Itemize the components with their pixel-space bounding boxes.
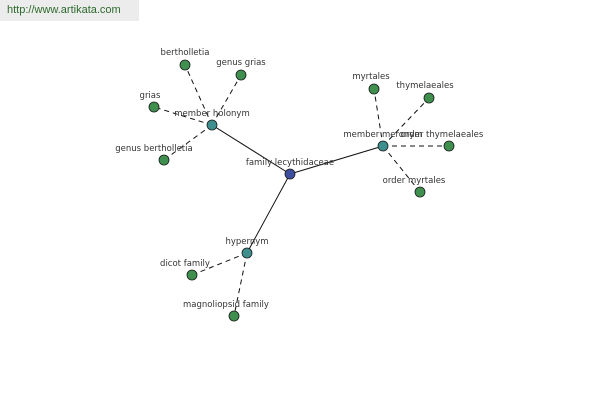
nodes-layer — [148, 59, 455, 322]
edge-myrtales — [373, 88, 384, 147]
node-member-holonym[interactable] — [206, 119, 218, 131]
label-order-thymelaeales: order thymelaeales — [401, 130, 484, 140]
edges-layer — [153, 64, 449, 317]
node-myrtales[interactable] — [368, 83, 380, 95]
label-myrtales: myrtales — [352, 72, 390, 82]
label-genus-grias: genus grias — [216, 58, 266, 68]
label-order-myrtales: order myrtales — [383, 176, 446, 186]
node-genus-grias[interactable] — [235, 69, 247, 81]
edge-member-holonym — [211, 124, 291, 175]
label-member-meronym: member meronym — [343, 130, 422, 140]
node-member-meronym[interactable] — [377, 140, 389, 152]
edge-genus-bertholletia — [163, 124, 213, 161]
edge-hypernym — [246, 173, 291, 254]
edge-thymelaeales — [382, 97, 430, 147]
node-order-myrtales[interactable] — [414, 186, 426, 198]
node-bertholletia[interactable] — [179, 59, 191, 71]
label-bertholletia: bertholletia — [161, 48, 210, 58]
node-genus-bertholletia[interactable] — [158, 154, 170, 166]
watermark-url: http://www.artikata.com — [0, 0, 139, 21]
edge-grias — [153, 106, 213, 126]
node-dicot-family[interactable] — [186, 269, 198, 281]
edge-magnoliopsid-family — [233, 252, 248, 317]
labels-layer: family lecythidaceae member holonym member… — [115, 48, 484, 310]
edge-genus-grias — [211, 74, 242, 126]
node-thymelaeales[interactable] — [423, 92, 435, 104]
label-genus-bertholletia: genus bertholletia — [115, 144, 192, 154]
node-hypernym[interactable] — [241, 247, 253, 259]
label-grias: grias — [140, 91, 161, 101]
label-magnoliopsid-family: magnoliopsid family — [183, 300, 269, 310]
edge-order-myrtales — [382, 145, 421, 193]
edge-dicot-family — [191, 252, 248, 276]
node-order-thymelaeales[interactable] — [443, 140, 455, 152]
node-family-lecythidaceae[interactable] — [284, 168, 296, 180]
label-dicot-family: dicot family — [160, 259, 210, 269]
label-family-lecythidaceae: family lecythidaceae — [246, 158, 334, 168]
node-magnoliopsid-family[interactable] — [228, 310, 240, 322]
edge-bertholletia — [184, 64, 213, 126]
label-thymelaeales: thymelaeales — [396, 81, 454, 91]
edge-member-meronym — [289, 145, 384, 175]
node-grias[interactable] — [148, 101, 160, 113]
label-member-holonym: member holonym — [174, 109, 249, 119]
label-hypernym: hypernym — [225, 237, 268, 247]
